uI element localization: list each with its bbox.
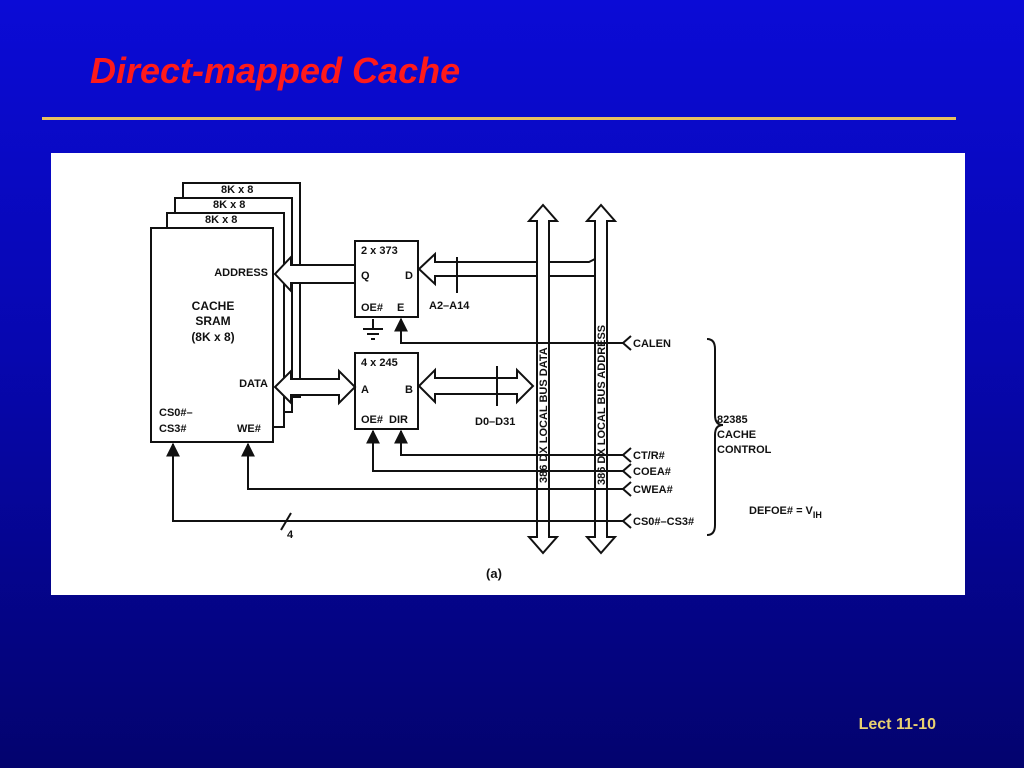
sram-cs-pin-line2: CS3# bbox=[159, 423, 187, 435]
local-bus-address-label: 386 DX LOCAL BUS ADDRESS bbox=[596, 325, 608, 485]
signal-coea: COEA# bbox=[633, 466, 671, 478]
sram-cs-pin-line1: CS0#– bbox=[159, 407, 193, 419]
transceiver-4x245 bbox=[354, 352, 419, 430]
latch-q-pin: Q bbox=[361, 270, 370, 282]
cs-bus-width: 4 bbox=[287, 529, 294, 541]
sram-stack-label-3: 8K x 8 bbox=[221, 184, 253, 196]
transceiver-a-pin: A bbox=[361, 384, 369, 396]
cwea-line bbox=[241, 442, 623, 490]
defoe-subscript: IH bbox=[813, 510, 822, 520]
latch-2x373 bbox=[354, 240, 419, 318]
signal-cs: CS0#–CS3# bbox=[633, 516, 694, 528]
latch-e-pin: E bbox=[397, 302, 404, 314]
cache-sram-chip bbox=[150, 227, 274, 443]
sram-address-pin: ADDRESS bbox=[214, 267, 268, 279]
cs-line bbox=[166, 442, 623, 522]
local-bus-data-label: 386 DX LOCAL BUS DATA bbox=[538, 347, 550, 483]
controller-label-line2: CACHE bbox=[717, 429, 756, 441]
control-lines bbox=[166, 317, 623, 522]
defoe-main-text: DEFOE# = V bbox=[749, 505, 814, 517]
signal-chevrons bbox=[621, 335, 632, 529]
sram-stack-label-1: 8K x 8 bbox=[205, 214, 237, 226]
cwea-chevron bbox=[621, 481, 632, 497]
latch-name: 2 x 373 bbox=[361, 245, 398, 257]
addr-bus-to-latch-arrow bbox=[417, 251, 600, 287]
transceiver-name: 4 x 245 bbox=[361, 357, 398, 369]
signal-cwea: CWEA# bbox=[633, 484, 673, 496]
cs-chevron bbox=[621, 513, 632, 529]
local-bus-data bbox=[526, 203, 560, 555]
signal-calen: CALEN bbox=[633, 338, 671, 350]
controller-label-line1: 82385 bbox=[717, 414, 748, 426]
ctr-line bbox=[394, 429, 623, 456]
sram-data-pin: DATA bbox=[239, 378, 268, 390]
address-bus-label: A2–A14 bbox=[429, 300, 470, 312]
signal-ctr: CT/R# bbox=[633, 450, 665, 462]
latch-d-pin: D bbox=[405, 270, 413, 282]
address-hollow-arrow bbox=[273, 254, 356, 294]
defoe-label: DEFOE# = VIH bbox=[749, 505, 822, 520]
figure-caption: (a) bbox=[486, 566, 502, 581]
transceiver-oe-pin: OE# bbox=[361, 414, 383, 426]
cache-diagram-panel: 8K x 8 8K x 8 8K x 8 CACHE SRAM (8K x 8)… bbox=[51, 153, 965, 595]
sram-name-line1: CACHE bbox=[192, 299, 235, 313]
transceiver-b-pin: B bbox=[405, 384, 413, 396]
sram-stack bbox=[150, 182, 301, 443]
data-bus-label: D0–D31 bbox=[475, 416, 515, 428]
slide-footer: Lect 11-10 bbox=[858, 716, 936, 733]
calen-line bbox=[394, 317, 623, 344]
calen-chevron bbox=[621, 335, 632, 351]
data-hollow-arrow bbox=[273, 368, 357, 406]
title-underline bbox=[42, 117, 956, 120]
controller-label-line3: CONTROL bbox=[717, 444, 772, 456]
sram-name-line3: (8K x 8) bbox=[191, 330, 234, 344]
sram-we-pin: WE# bbox=[237, 423, 261, 435]
sram-stack-label-2: 8K x 8 bbox=[213, 199, 245, 211]
cache-diagram: 8K x 8 8K x 8 8K x 8 CACHE SRAM (8K x 8)… bbox=[150, 182, 822, 581]
slide-title: Direct-mapped Cache bbox=[90, 50, 461, 91]
ctr-chevron bbox=[621, 447, 632, 463]
transceiver-dir-pin: DIR bbox=[389, 414, 408, 426]
sram-name-line2: SRAM bbox=[195, 314, 230, 328]
local-bus-address bbox=[584, 203, 618, 555]
cs-bus-slash bbox=[280, 512, 292, 531]
controller-brace bbox=[706, 338, 724, 536]
data-bus-to-transceiver-arrow bbox=[417, 367, 535, 405]
coea-chevron bbox=[621, 463, 632, 479]
latch-oe-pin: OE# bbox=[361, 302, 383, 314]
coea-line bbox=[366, 429, 623, 472]
